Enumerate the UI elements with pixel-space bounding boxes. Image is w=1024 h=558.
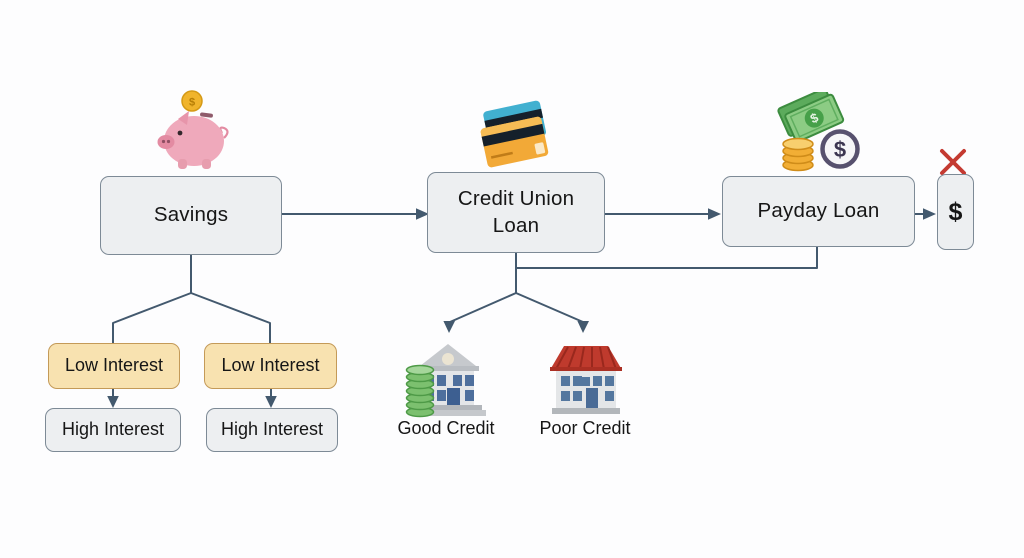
node-low-interest-left-label: Low Interest [64,355,164,376]
node-high-interest-left: High Interest [45,408,181,452]
red-x-icon [940,149,966,175]
node-dollar: $ [937,174,974,250]
caption-good-credit: Good Credit [397,418,495,438]
piggy-coin-dollar-glyph: $ [189,97,195,109]
node-savings-label: Savings [153,203,229,227]
connector-credit-union-branch [449,253,584,323]
node-savings: Savings [100,176,282,255]
green-coin-stack-icon [405,364,435,418]
arrowhead-good-credit [443,321,455,333]
credit-cards-icon [480,100,549,168]
red-roof-building-icon [550,346,622,414]
piggy-bank-icon: $ [157,90,229,169]
node-low-interest-right-label: Low Interest [221,355,320,376]
arrowhead-dollar [923,208,936,220]
node-low-interest-left: Low Interest [48,343,180,389]
node-dollar-label: $ [948,197,963,226]
arrowhead-payday [708,208,721,220]
arrowhead-high-left [107,396,119,408]
arrowhead-high-right [265,396,277,408]
node-high-interest-left-label: High Interest [61,419,165,440]
cash-and-coins-icon: $ $ [777,92,860,172]
bank-building-icon [405,344,486,418]
node-credit-union-loan: Credit Union Loan [427,172,605,253]
caption-poor-credit: Poor Credit [539,418,631,438]
node-credit-union-loan-label: Credit Union Loan [457,186,575,237]
coin-dollar-glyph: $ [834,137,846,162]
node-high-interest-right: High Interest [206,408,338,452]
node-payday-loan-label: Payday Loan [757,199,880,223]
node-payday-loan: Payday Loan [722,176,915,247]
arrowhead-poor-credit [577,321,589,333]
node-high-interest-right-label: High Interest [220,419,324,440]
connector-savings-branch [112,255,271,343]
node-low-interest-right: Low Interest [204,343,337,389]
